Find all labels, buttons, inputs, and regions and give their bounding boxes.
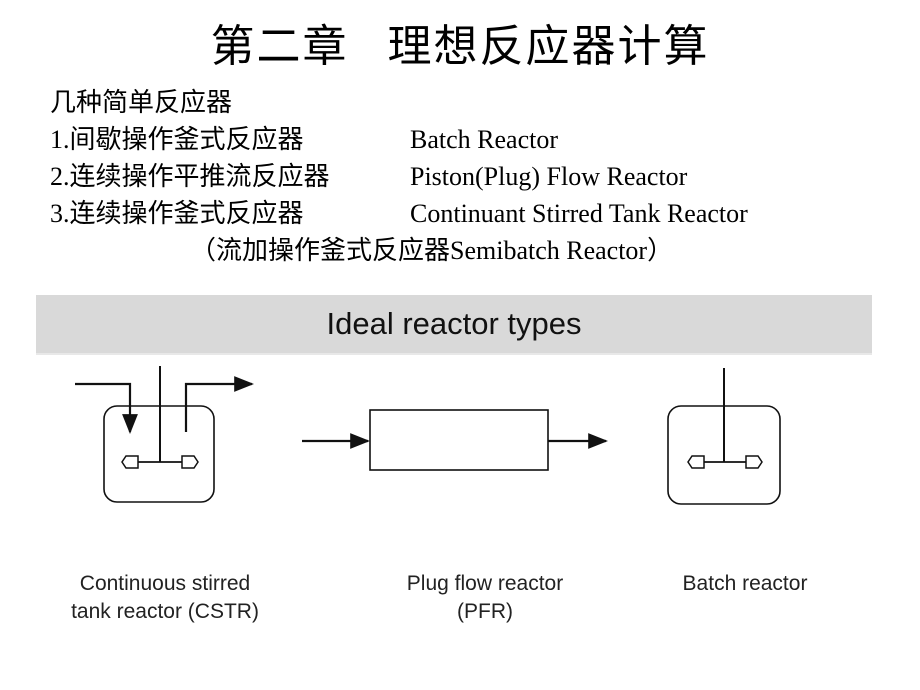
cstr-inlet-arrow: [75, 382, 138, 434]
batch-caption: Batch reactor: [630, 570, 860, 598]
pfr-tube: [369, 409, 549, 471]
reactor-item-cn: 2.连续操作平推流反应器: [50, 162, 330, 191]
semibatch-text: （流加操作釜式反应器Semibatch Reactor）: [190, 236, 674, 265]
cstr-impeller-left: [121, 455, 139, 469]
cstr-diagram: [75, 366, 254, 503]
caption-line: (PFR): [457, 600, 513, 623]
cstr-impeller-right: [181, 455, 199, 469]
intro-heading-text: 几种简单反应器: [50, 88, 233, 117]
caption-line: Continuous stirred: [79, 572, 251, 595]
batch-impeller-left: [687, 455, 705, 469]
caption-line: Plug flow reactor: [406, 572, 564, 595]
reactor-item-cn: 1.间歇操作釜式反应器: [50, 125, 304, 154]
caption-line: tank reactor (CSTR): [71, 600, 259, 623]
cstr-caption: Continuous stirred tank reactor (CSTR): [40, 570, 290, 626]
page-title: 第二章 理想反应器计算: [210, 22, 710, 71]
reactor-item-en: Piston(Plug) Flow Reactor: [410, 162, 688, 191]
pfr-caption: Plug flow reactor (PFR): [360, 570, 610, 626]
figure-banner: Ideal reactor types: [36, 295, 872, 355]
reactor-item-en: Batch Reactor: [410, 125, 558, 154]
reactor-item-en: Continuant Stirred Tank Reactor: [410, 199, 748, 228]
reactor-item-cn: 3.连续操作釜式反应器: [50, 199, 304, 228]
cstr-outlet-arrow: [184, 376, 254, 432]
pfr-diagram: [302, 409, 608, 471]
caption-line: Batch reactor: [682, 572, 808, 595]
batch-impeller-right: [745, 455, 763, 469]
batch-diagram: [667, 368, 781, 505]
